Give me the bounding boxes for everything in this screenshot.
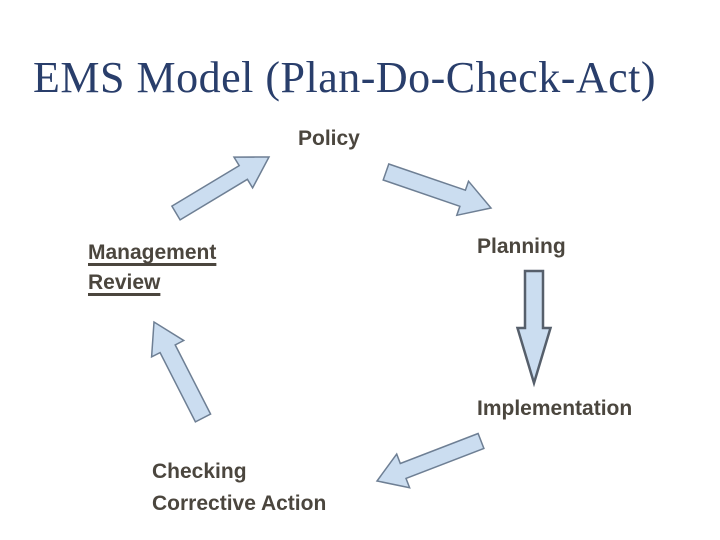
node-checking-line2: Corrective Action <box>152 492 327 515</box>
node-implementation: Implementation <box>477 397 633 420</box>
node-planning: Planning <box>477 235 566 258</box>
arrow-checking-to-management-review <box>150 320 212 423</box>
arrow-policy-to-planning <box>382 163 493 217</box>
node-management-review: Management Review <box>88 238 216 298</box>
node-management-review-line1: Management <box>88 241 217 264</box>
node-checking-corrective-action: Checking Corrective Action <box>152 456 326 520</box>
arrow-management-review-to-policy <box>170 156 271 221</box>
arrow-implementation-to-checking <box>375 432 485 489</box>
slide-title: EMS Model (Plan-Do-Check-Act) <box>33 53 657 102</box>
node-management-review-line2: Review <box>88 271 161 294</box>
node-checking-line1: Checking <box>152 460 247 483</box>
arrow-planning-to-implementation <box>515 269 553 388</box>
node-policy: Policy <box>298 127 360 150</box>
